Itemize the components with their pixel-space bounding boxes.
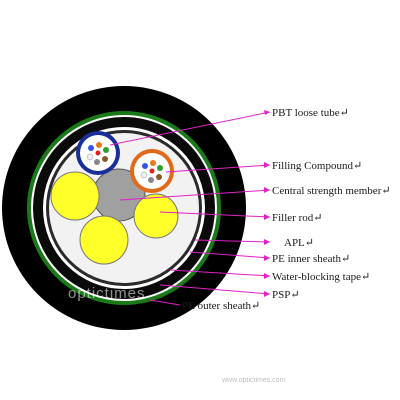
leader-line-central	[119, 189, 271, 201]
leader-line-psp	[159, 284, 271, 295]
label-pbt-loose-tube: PBT loose tube↵	[272, 107, 349, 119]
leader-line-filler	[159, 211, 271, 218]
fiber-group	[86, 142, 109, 165]
label-filler-rod: Filler rod↵	[272, 212, 322, 224]
label-pe-outer-sheath: PE outer sheath↵	[182, 300, 260, 312]
label-filling-compound: Filling Compound↵	[272, 160, 362, 172]
label-central-strength-member: Central strength member↵	[272, 185, 391, 197]
arrowhead	[264, 214, 270, 220]
arrowhead	[264, 239, 270, 245]
filler-rod	[133, 193, 179, 239]
filler-rod	[50, 171, 100, 221]
label-apl: APL↵	[284, 237, 314, 249]
arrowhead	[264, 110, 270, 115]
watermark-main: optictimes	[68, 285, 146, 302]
label-water-blocking-tape: Water-blocking tape↵	[272, 271, 370, 283]
label-psp: PSP↵	[272, 289, 300, 301]
leader-line-water-blocking	[169, 269, 271, 277]
leader-line-apl	[194, 239, 271, 243]
label-pe-inner-sheath: PE inner sheath↵	[272, 253, 350, 265]
arrowhead	[264, 187, 270, 193]
leader-line-outer-sheath	[149, 299, 181, 306]
leader-line-inner-sheath	[189, 251, 271, 259]
arrowhead	[264, 255, 270, 261]
fiber-group	[140, 160, 163, 183]
watermark-footer: www.optictimes.com	[221, 377, 286, 384]
filler-rod	[79, 215, 129, 265]
arrowhead	[264, 162, 270, 168]
leader-line-pbt	[109, 111, 271, 146]
arrowhead	[264, 291, 270, 297]
arrowhead	[264, 273, 270, 279]
leader-line-filling	[165, 164, 271, 173]
